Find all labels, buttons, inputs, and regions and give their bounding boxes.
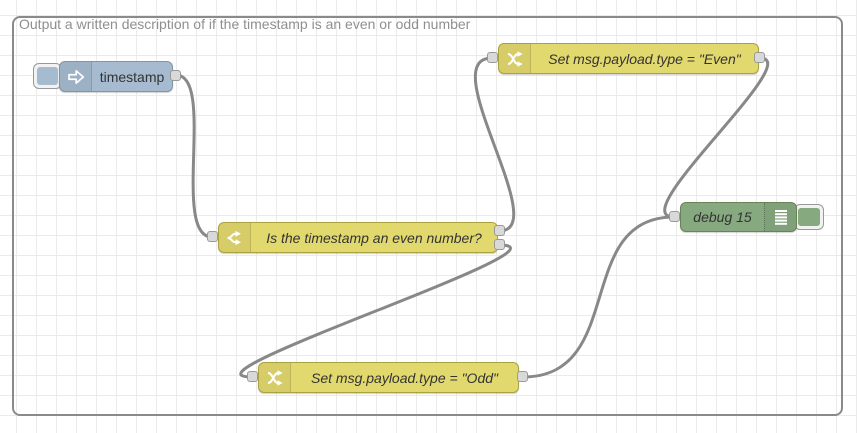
debug-node-label: debug 15 <box>693 209 752 225</box>
port-change-odd-input[interactable] <box>247 371 258 382</box>
change-even-icon-strip <box>499 44 531 73</box>
wire-inject-to-switch[interactable] <box>174 73 214 239</box>
switch-fork-icon <box>226 230 241 245</box>
port-switch-output-1[interactable] <box>494 225 505 236</box>
wire-change-even-to-debug[interactable] <box>663 56 770 219</box>
port-debug-input[interactable] <box>669 211 680 222</box>
debug-list-icon <box>774 210 787 225</box>
node-change-odd[interactable]: Set msg.payload.type = "Odd" <box>258 362 519 393</box>
change-swap-icon <box>267 369 283 386</box>
wire-change-odd-to-debug[interactable] <box>521 215 676 379</box>
switch-node-label: Is the timestamp an even number? <box>266 229 482 246</box>
debug-icon-strip <box>764 203 796 231</box>
inject-button[interactable] <box>33 63 62 89</box>
port-change-odd-output[interactable] <box>517 371 528 382</box>
port-switch-input[interactable] <box>207 231 218 242</box>
port-switch-output-2[interactable] <box>494 239 505 250</box>
switch-icon-strip <box>219 223 251 252</box>
inject-node-label: timestamp <box>99 68 165 85</box>
change-swap-icon <box>507 50 523 67</box>
wire-switch-to-change-even[interactable] <box>473 56 516 233</box>
inject-arrow-icon <box>67 69 84 84</box>
debug-toggle-button[interactable] <box>794 204 824 230</box>
flow-comment: Output a written description of if the t… <box>19 16 471 32</box>
change-odd-icon-strip <box>259 363 291 392</box>
node-change-even[interactable]: Set msg.payload.type = "Even" <box>498 43 759 74</box>
debug-toggle-face <box>798 208 820 226</box>
port-change-even-input[interactable] <box>487 52 498 63</box>
wire-switch-to-change-odd[interactable] <box>239 243 512 379</box>
node-switch[interactable]: Is the timestamp an even number? <box>218 222 498 253</box>
port-inject-output[interactable] <box>170 70 181 81</box>
inject-button-face <box>37 67 58 85</box>
port-change-even-output[interactable] <box>754 52 765 63</box>
inject-icon-strip <box>60 62 92 91</box>
change-odd-node-label: Set msg.payload.type = "Odd" <box>311 369 498 386</box>
node-inject-timestamp[interactable]: timestamp <box>59 61 173 92</box>
node-debug[interactable]: debug 15 <box>680 202 797 232</box>
change-even-node-label: Set msg.payload.type = "Even" <box>548 50 741 67</box>
